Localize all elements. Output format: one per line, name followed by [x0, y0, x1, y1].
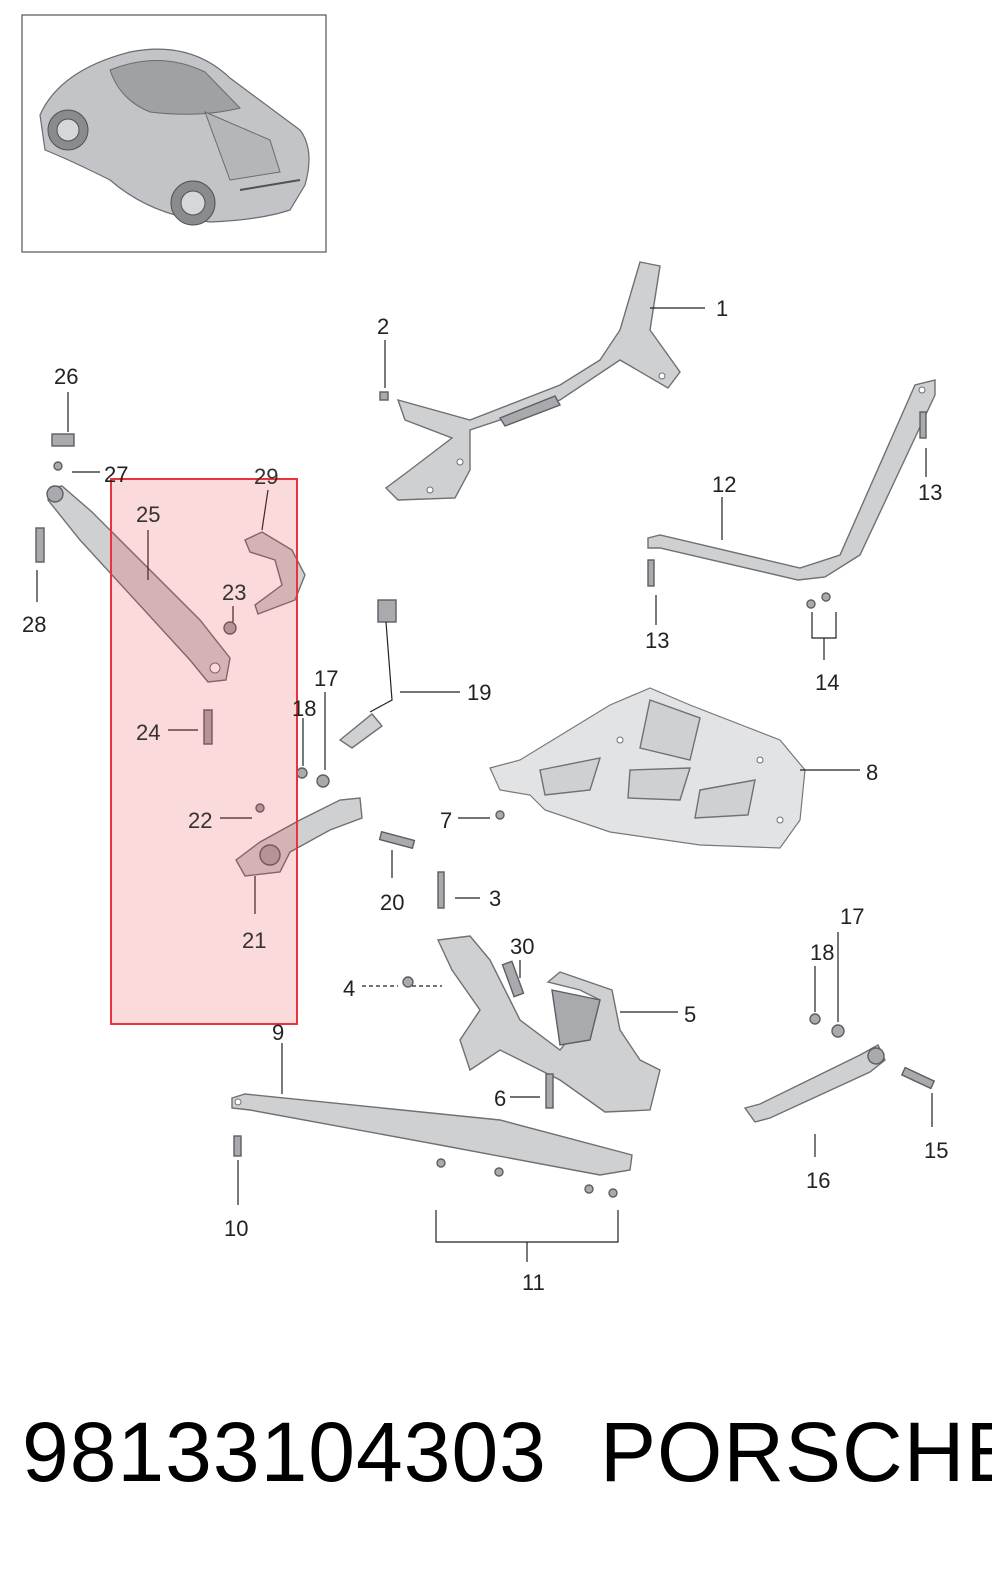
callout-18a: 18 — [292, 696, 316, 721]
part-21-lower-link — [235, 797, 363, 877]
callout-23: 23 — [222, 580, 246, 605]
callout-6: 6 — [494, 1086, 506, 1111]
callout-7: 7 — [440, 808, 452, 833]
callout-25: 25 — [136, 502, 160, 527]
callout-13a: 13 — [918, 480, 942, 505]
callout-14: 14 — [815, 670, 839, 695]
highlight-box — [110, 478, 298, 1025]
callout-1: 1 — [716, 296, 728, 321]
part-29-bracket — [244, 531, 306, 615]
part-5-side-member — [436, 935, 661, 1113]
callout-3: 3 — [489, 886, 501, 911]
callout-19: 19 — [467, 680, 491, 705]
footer: 98133104303 PORSCHE — [0, 1392, 992, 1512]
callout-20: 20 — [380, 890, 404, 915]
hardware-fasteners — [35, 391, 936, 1198]
callout-8: 8 — [866, 760, 878, 785]
vehicle-thumbnail — [21, 14, 327, 253]
part-16-tie-rod — [743, 1044, 886, 1123]
callout-10: 10 — [224, 1216, 248, 1241]
leader-lines — [36, 307, 933, 1262]
callout-18b: 18 — [810, 940, 834, 965]
callout-labels: 1 2 3 4 5 6 7 8 9 10 11 12 13 13 14 15 1… — [22, 296, 948, 1295]
callout-27: 27 — [104, 462, 128, 487]
part-19-level-sensor — [338, 599, 397, 749]
callout-17a: 17 — [314, 666, 338, 691]
part-number: 98133104303 — [22, 1405, 547, 1499]
brand-name: PORSCHE — [600, 1405, 992, 1499]
callout-4: 4 — [343, 976, 355, 1001]
callout-2: 2 — [377, 314, 389, 339]
callout-22: 22 — [188, 808, 212, 833]
callout-12: 12 — [712, 472, 736, 497]
callout-26: 26 — [54, 364, 78, 389]
callout-9: 9 — [272, 1020, 284, 1045]
callout-13b: 13 — [645, 628, 669, 653]
callout-30: 30 — [510, 934, 534, 959]
part-9-crossbar — [231, 1093, 633, 1176]
part-8-underbody-plate — [489, 687, 806, 849]
callout-24: 24 — [136, 720, 160, 745]
callout-21: 21 — [242, 928, 266, 953]
callout-11: 11 — [522, 1270, 545, 1295]
callout-29: 29 — [254, 464, 278, 489]
part-12-strut-brace — [647, 379, 936, 581]
callout-17b: 17 — [840, 904, 864, 929]
part-1-crossmember — [384, 261, 681, 501]
callout-16: 16 — [806, 1168, 830, 1193]
callout-28: 28 — [22, 612, 46, 637]
callout-5: 5 — [684, 1002, 696, 1027]
callout-15: 15 — [924, 1138, 948, 1163]
part-25-trailing-arm — [46, 485, 231, 683]
